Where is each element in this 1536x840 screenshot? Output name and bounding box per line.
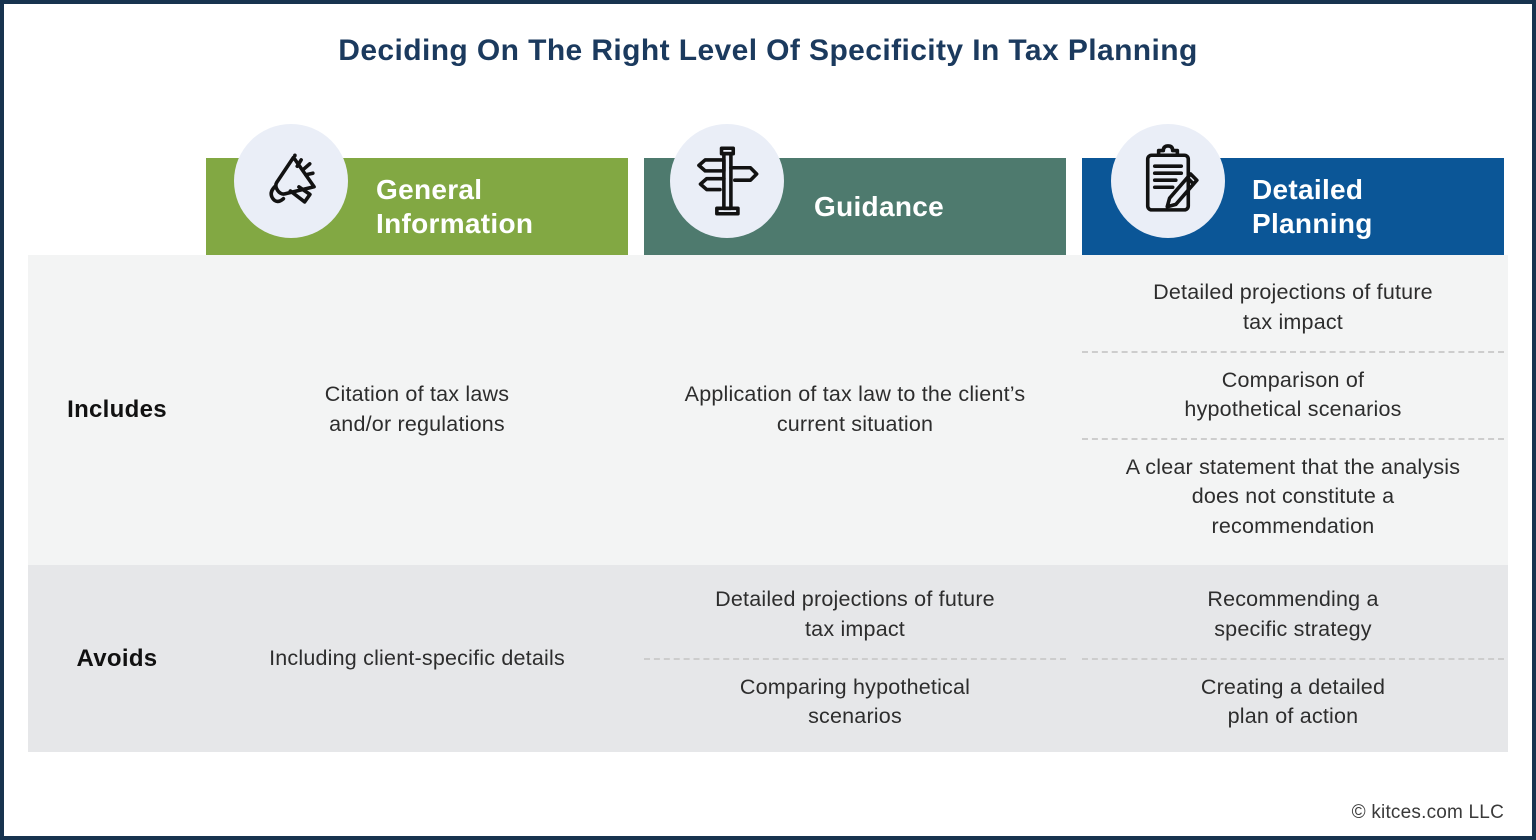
column-header-label: General Information	[376, 174, 534, 239]
cell-text: Detailed projections of future tax impac…	[715, 587, 995, 641]
cell-general-information-includes: Citation of tax laws and/or regulations	[206, 255, 628, 565]
divider	[1082, 350, 1504, 353]
cell-text: Detailed projections of future tax impac…	[1153, 280, 1433, 334]
megaphone-icon	[234, 124, 348, 238]
cell-guidance-includes: Application of tax law to the client’s c…	[644, 255, 1066, 565]
row-label-avoids: Avoids	[76, 644, 158, 672]
clipboard-pencil-icon	[1111, 124, 1225, 238]
divider	[1082, 657, 1504, 660]
page-title: Deciding On The Right Level Of Specifici…	[338, 34, 1198, 67]
signpost-icon	[670, 124, 784, 238]
cell-text: Creating a detailed plan of action	[1200, 674, 1386, 729]
divider	[644, 657, 1066, 660]
cell-text: Including client-specific details	[269, 645, 565, 670]
cell-text: Application of tax law to the client’s c…	[684, 382, 1026, 436]
copyright-text: © kitces.com LLC	[1351, 802, 1504, 823]
cell-text: Recommending a specific strategy	[1207, 587, 1379, 641]
cell-detailed-planning-avoids: Recommending a specific strategy Creatin…	[1082, 565, 1504, 752]
cell-text: Citation of tax laws and/or regulations	[324, 382, 510, 436]
cell-text: A clear statement that the analysis does…	[1125, 454, 1461, 539]
divider	[1082, 437, 1504, 440]
cell-text: Comparing hypothetical scenarios	[739, 674, 971, 729]
row-label-includes: Includes	[67, 396, 167, 423]
column-header-label: Detailed Planning	[1252, 174, 1373, 239]
cell-guidance-avoids: Detailed projections of future tax impac…	[644, 565, 1066, 752]
table-row-avoids: Avoids Including client-specific details…	[28, 565, 1508, 752]
cell-text: Comparison of hypothetical scenarios	[1184, 367, 1402, 422]
table-row-includes: Includes Citation of tax laws and/or reg…	[28, 255, 1508, 565]
column-header-label: Guidance	[814, 190, 944, 222]
cell-general-information-avoids: Including client-specific details	[206, 565, 628, 752]
cell-detailed-planning-includes: Detailed projections of future tax impac…	[1082, 255, 1504, 565]
